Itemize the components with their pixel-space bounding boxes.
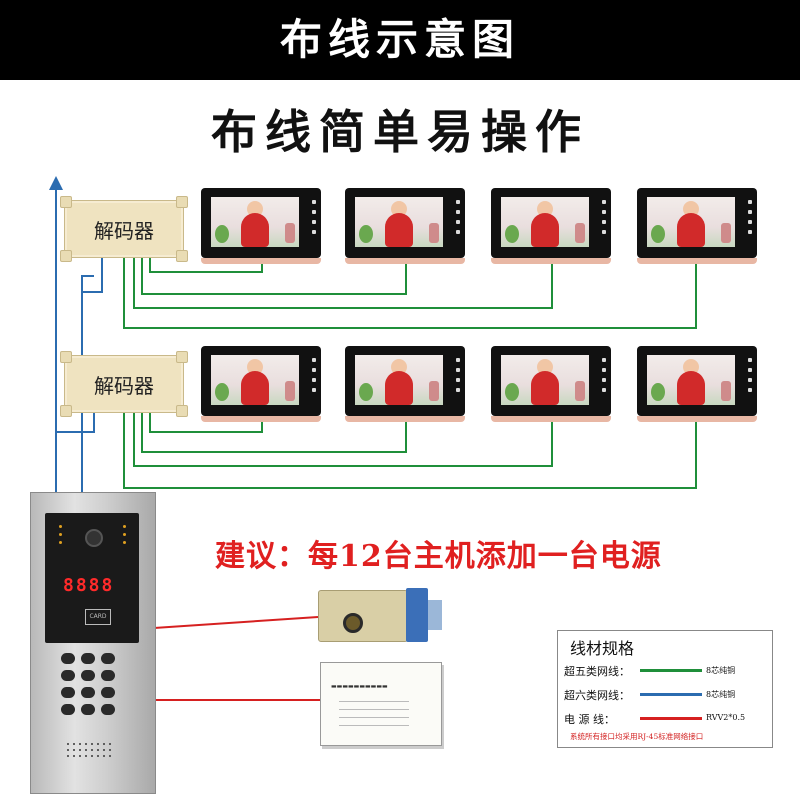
monitor-buttons	[456, 200, 460, 240]
indoor-monitor	[637, 188, 757, 264]
monitor-buttons	[748, 200, 752, 240]
decoder-label: 解码器	[94, 374, 154, 398]
legend-row-label: 超五类网线：	[564, 665, 630, 678]
monitor-screen	[211, 355, 299, 405]
card-reader-label: CARD	[85, 609, 111, 625]
legend-title: 线材规格	[570, 639, 635, 658]
indoor-monitor	[201, 346, 321, 422]
decoder-box-2: 解码器	[60, 351, 188, 417]
indoor-monitor	[637, 346, 757, 422]
indoor-monitor	[201, 188, 321, 264]
legend-note: 系统所有接口均采用RJ-45标准网络接口	[570, 732, 704, 741]
indoor-monitor	[491, 188, 611, 264]
psu-label-graphic: ▬▬▬▬▬▬▬▬▬▬	[331, 683, 388, 690]
door-station-panel: 8888 CARD	[30, 492, 156, 794]
decoder-label: 解码器	[94, 219, 154, 243]
backbone-arrow	[49, 176, 63, 190]
legend-swatch-cat5	[640, 669, 702, 672]
subtitle: 布线简单易操作	[211, 105, 589, 159]
mount-tab	[176, 351, 188, 363]
monitor-buttons	[312, 358, 316, 398]
monitor-buttons	[602, 200, 606, 240]
legend-spec: 8芯纯铜	[706, 666, 736, 675]
legend-row-label: 超六类网线：	[564, 689, 630, 702]
cable-row2-monitor4	[123, 410, 697, 489]
power-supply-box: ▬▬▬▬▬▬▬▬▬▬	[320, 662, 442, 746]
power-cable-lock	[153, 616, 319, 629]
monitor-screen	[355, 355, 443, 405]
mount-tab	[60, 405, 72, 417]
cable-row2-monitor1	[149, 410, 263, 433]
indoor-monitor	[491, 346, 611, 422]
page-title: 布线示意图	[279, 15, 520, 64]
led-display: 8888	[63, 575, 115, 596]
mount-tab	[176, 250, 188, 262]
mount-tab	[176, 196, 188, 208]
cable-legend: 线材规格 超五类网线： 8芯纯铜 超六类网线： 8芯纯铜 电 源 线： RVV2…	[557, 630, 773, 748]
cable-row1-monitor1	[149, 258, 263, 273]
backbone-cable-3	[56, 408, 95, 433]
monitor-buttons	[748, 358, 752, 398]
cable-row1-monitor3	[133, 258, 553, 309]
indoor-monitor	[345, 188, 465, 264]
monitor-buttons	[456, 358, 460, 398]
backbone-cable-4	[81, 275, 94, 292]
mount-tab	[176, 405, 188, 417]
legend-swatch-power	[640, 717, 702, 720]
monitor-buttons	[312, 200, 316, 240]
legend-swatch-cat6	[640, 693, 702, 696]
monitor-screen	[211, 197, 299, 247]
legend-row-label: 电 源 线：	[564, 713, 615, 726]
speaker-grill	[65, 741, 115, 757]
keypad	[61, 653, 127, 721]
power-advice: 建议：每12台主机添加一台电源	[215, 539, 662, 574]
monitor-screen	[647, 197, 735, 247]
mount-tab	[60, 351, 72, 363]
indoor-monitor	[345, 346, 465, 422]
legend-spec: 8芯纯铜	[706, 690, 736, 699]
mount-tab	[60, 250, 72, 262]
camera-icon	[85, 529, 103, 547]
cable-row2-monitor2	[141, 410, 407, 453]
keyhole-icon	[343, 613, 363, 633]
monitor-screen	[501, 355, 589, 405]
decoder-box-1: 解码器	[60, 196, 188, 262]
cable-row1-monitor4	[123, 258, 697, 329]
electric-lock	[318, 584, 442, 646]
monitor-screen	[647, 355, 735, 405]
monitor-screen	[501, 197, 589, 247]
door-station-head: 8888 CARD	[45, 513, 139, 643]
monitor-screen	[355, 197, 443, 247]
monitor-buttons	[602, 358, 606, 398]
mount-tab	[60, 196, 72, 208]
legend-spec: RVV2*0.5	[706, 713, 746, 722]
cable-row2-monitor3	[133, 410, 553, 467]
cable-row1-monitor2	[141, 258, 407, 295]
header-banner: 布线示意图	[0, 0, 800, 80]
